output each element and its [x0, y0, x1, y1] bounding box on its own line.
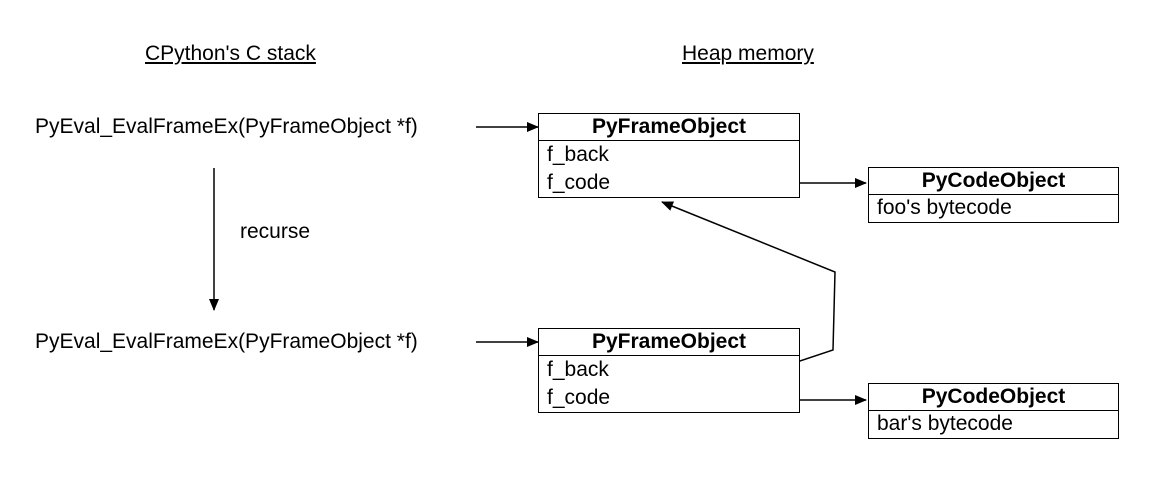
top-call-label: PyEval_EvalFrameEx(PyFrameObject *f): [35, 115, 418, 138]
recurse-label: recurse: [240, 220, 311, 243]
frame-object-top: PyFrameObject f_back f_code: [538, 113, 800, 198]
code-object-title: PyCodeObject: [869, 384, 1118, 411]
frame-f-back: f_back: [547, 358, 609, 381]
code-object-body: bar's bytecode: [877, 412, 1013, 435]
code-object-top: PyCodeObject foo's bytecode: [868, 167, 1119, 223]
frame-object-title: PyFrameObject: [539, 114, 799, 141]
code-object-body: foo's bytecode: [877, 196, 1012, 219]
code-object-bottom: PyCodeObject bar's bytecode: [868, 383, 1119, 439]
stack-heading: CPython's C stack: [145, 42, 316, 65]
frame-f-code: f_code: [547, 386, 611, 409]
code-object-title: PyCodeObject: [869, 168, 1118, 195]
frame-object-bottom: PyFrameObject f_back f_code: [538, 328, 800, 413]
frame-f-code: f_code: [547, 171, 611, 194]
frame-f-back: f_back: [547, 143, 609, 166]
frame-object-title: PyFrameObject: [539, 329, 799, 356]
heap-heading: Heap memory: [682, 42, 814, 65]
bottom-call-label: PyEval_EvalFrameEx(PyFrameObject *f): [35, 330, 418, 353]
